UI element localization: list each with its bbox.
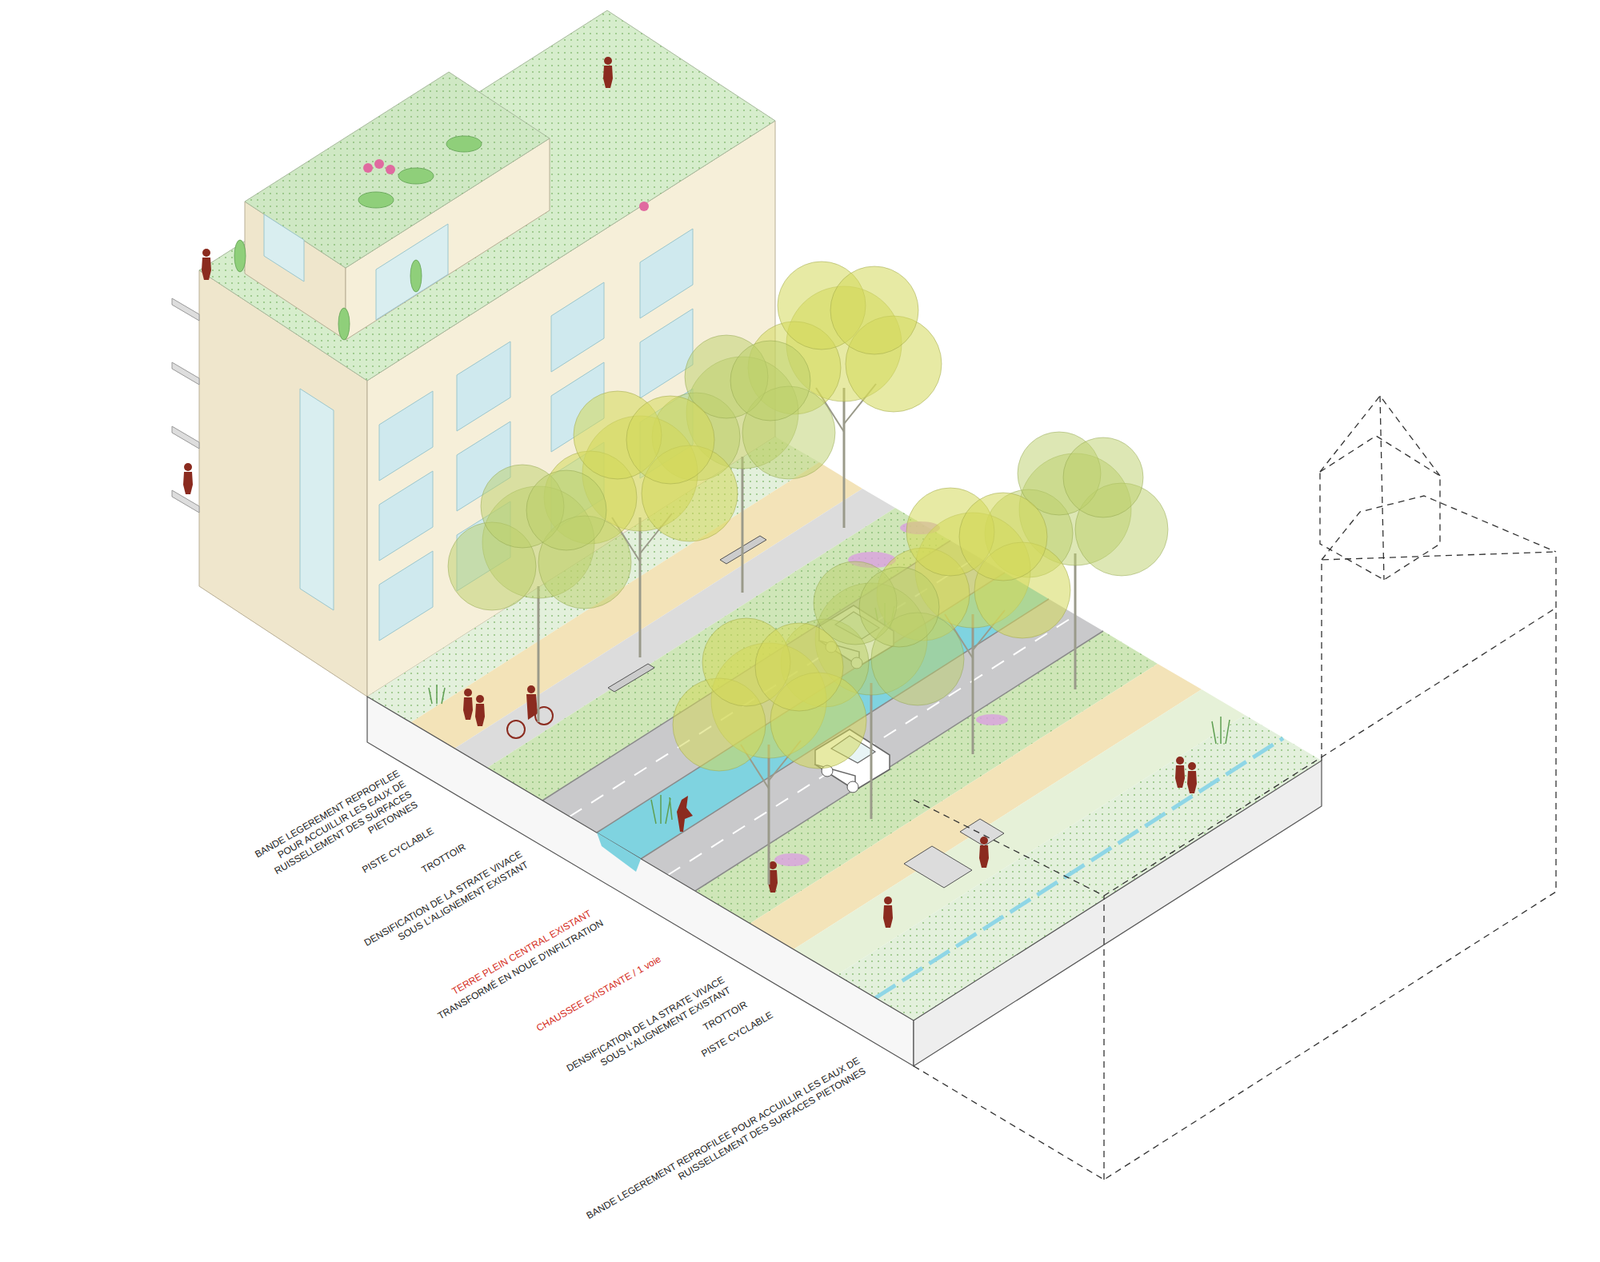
street-section bbox=[836, 715, 1322, 1021]
building bbox=[234, 240, 246, 272]
street-section bbox=[883, 896, 893, 928]
building bbox=[446, 136, 482, 152]
building bbox=[172, 362, 200, 385]
street-section bbox=[979, 836, 989, 868]
dashed-outline bbox=[913, 608, 1556, 896]
building bbox=[363, 163, 373, 173]
tree-canopy bbox=[448, 464, 632, 723]
tree-canopy bbox=[672, 618, 867, 885]
street-section bbox=[463, 688, 473, 720]
street-section bbox=[1175, 756, 1185, 788]
dashed-outline bbox=[1103, 896, 1104, 1180]
street-section bbox=[1212, 716, 1230, 744]
building bbox=[398, 168, 434, 184]
street-section-label: DENSIFICATION DE LA STRATE VIVACE SOUS L… bbox=[551, 974, 733, 1093]
building bbox=[264, 214, 304, 282]
street-section bbox=[836, 715, 1322, 1021]
street-section bbox=[428, 684, 445, 704]
building bbox=[379, 471, 433, 561]
street-section bbox=[608, 664, 655, 692]
dashed-outline bbox=[913, 396, 1556, 1180]
street-section-label: BANDE LEGEREMENT REPROFILEE POUR ACCUILL… bbox=[243, 768, 420, 898]
street-section bbox=[651, 795, 672, 824]
street-section bbox=[774, 853, 810, 867]
street-section bbox=[904, 846, 972, 888]
street-section-label: TRANSFORMÉ EN NOUE D'INFILTRATION bbox=[398, 917, 606, 1044]
dashed-outline bbox=[1320, 436, 1440, 580]
street-section bbox=[676, 796, 693, 832]
building bbox=[374, 159, 384, 169]
building bbox=[410, 260, 422, 292]
building bbox=[376, 224, 448, 320]
street-section bbox=[1187, 762, 1197, 794]
building bbox=[300, 388, 334, 611]
building bbox=[603, 56, 613, 88]
building bbox=[639, 201, 649, 212]
dashed-outline bbox=[1321, 496, 1556, 560]
dashed-outline bbox=[913, 552, 1556, 1180]
street-section bbox=[475, 695, 485, 727]
building bbox=[379, 391, 433, 481]
section-cut bbox=[596, 832, 641, 872]
building bbox=[379, 551, 433, 641]
building bbox=[551, 282, 604, 372]
building bbox=[234, 136, 482, 340]
building bbox=[172, 298, 200, 321]
building bbox=[385, 164, 396, 175]
building bbox=[201, 248, 212, 280]
building bbox=[640, 308, 693, 399]
building bbox=[338, 308, 350, 340]
building bbox=[358, 192, 394, 208]
street-section bbox=[507, 720, 525, 739]
building bbox=[456, 341, 511, 432]
street-section bbox=[976, 714, 1008, 726]
building bbox=[363, 159, 649, 212]
building bbox=[640, 228, 693, 319]
street-section bbox=[526, 694, 538, 720]
dashed-outline bbox=[1380, 396, 1384, 580]
section-cut bbox=[913, 760, 1322, 1067]
dashed-outline bbox=[1321, 552, 1556, 761]
building bbox=[183, 463, 193, 495]
street-section-label: BANDE LEGEREMENT REPROFILEE POUR ACCUILL… bbox=[575, 1055, 868, 1238]
building bbox=[199, 270, 368, 697]
street-section bbox=[527, 685, 536, 694]
tree-canopy bbox=[448, 261, 1168, 885]
building bbox=[172, 426, 200, 449]
street-section bbox=[507, 685, 553, 739]
